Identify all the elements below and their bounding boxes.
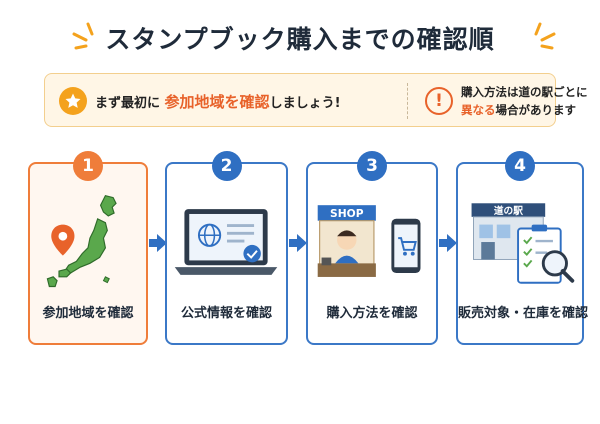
notice-box: まず最初に 参加地域を確認しましょう! ! 購入方法は道の駅ごとに 異なる場合が… (44, 73, 588, 128)
step-4-number: 4 (505, 151, 535, 181)
notice-suffix: しましょう! (269, 95, 341, 111)
notice-right-text: 購入方法は道の駅ごとに 異なる場合があります (461, 83, 588, 119)
notice-right-line1: 購入方法は道の駅ごとに (461, 85, 588, 99)
step-3-card: 3 SHOP 購入方法を確認 (306, 151, 438, 345)
step-1-number: 1 (73, 151, 103, 181)
notice-prefix: まず最初に (95, 95, 161, 111)
step-2-label: 公式情報を確認 (180, 306, 272, 321)
step-4-card: 4 道の駅 販売対象・在庫を確認 (456, 151, 589, 345)
sparkle-left-icon (72, 22, 94, 50)
notice-right-line2: 異なる場合があります (461, 101, 588, 119)
step-4-label: 販売対象・在庫を確認 (458, 306, 589, 321)
notice-highlight: 参加地域を確認 (164, 92, 270, 111)
step-1-card: 1 参加地域を確認 (28, 151, 148, 345)
japan-map-pin-icon (46, 194, 117, 288)
arrow-right-icon (439, 234, 457, 252)
star-icon (59, 87, 87, 115)
arrow-right-icon (149, 234, 167, 252)
laptop-globe-icon (174, 209, 278, 275)
title-bar: スタンプブック購入までの確認順 (0, 18, 600, 58)
station-sign: 道の駅 (494, 204, 523, 217)
step-2-card: 2 公式情報を確認 (165, 151, 288, 345)
alert-icon: ! (425, 87, 453, 115)
shop-sign: SHOP (330, 207, 364, 220)
michi-no-eki-checklist-icon: 道の駅 (471, 203, 575, 284)
arrow-right-icon (289, 234, 307, 252)
step-3-label: 購入方法を確認 (326, 306, 418, 321)
notice-divider (407, 83, 408, 119)
notice-right-highlight: 異なる (461, 103, 496, 117)
shop-phone-cart-icon: SHOP (317, 205, 421, 277)
page-title: スタンプブック購入までの確認順 (105, 25, 495, 54)
sparkle-right-icon (534, 22, 556, 50)
step-2-number: 2 (211, 151, 242, 181)
step-1-label: 参加地域を確認 (42, 306, 134, 321)
notice-left-text: まず最初に 参加地域を確認しましょう! (95, 91, 341, 112)
notice-left: まず最初に 参加地域を確認しましょう! (59, 74, 341, 128)
notice-right-rest: 場合があります (495, 103, 577, 117)
step-3-number: 3 (357, 151, 387, 181)
